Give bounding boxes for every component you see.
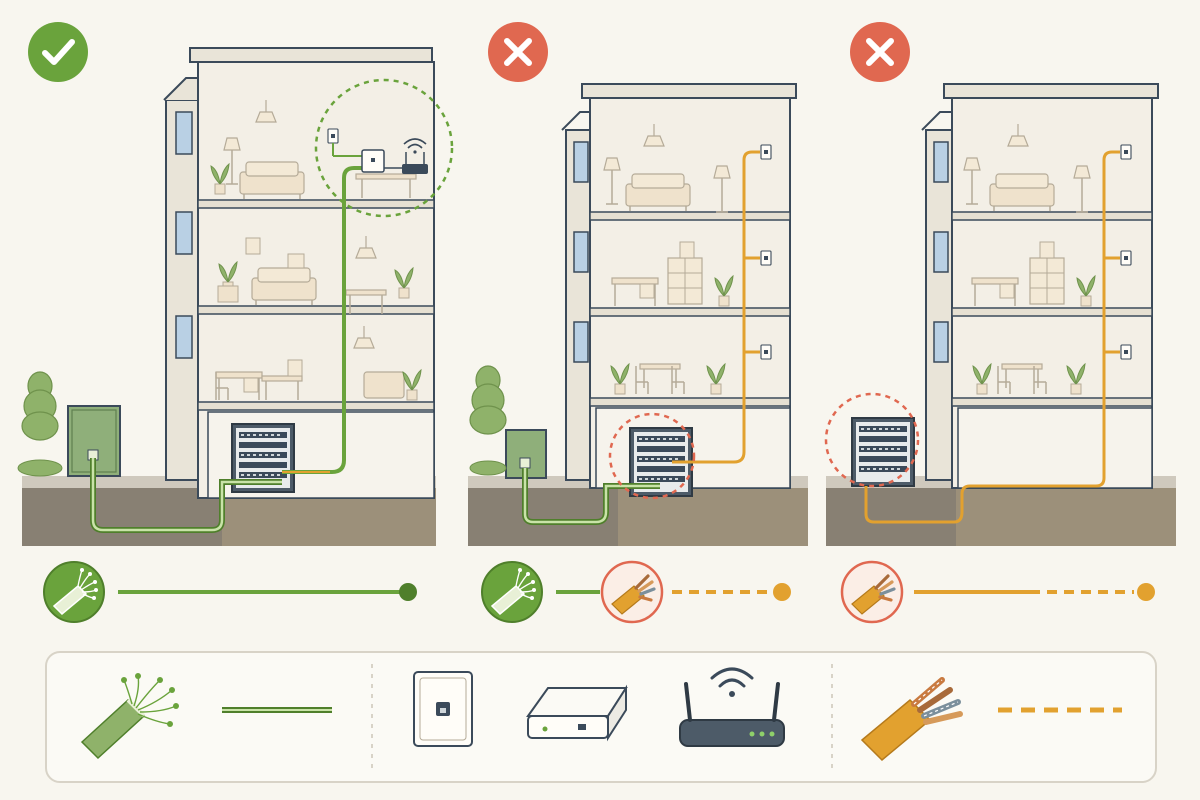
- wifi-router-icon: [402, 138, 428, 174]
- wall-outlet-icon: [760, 144, 772, 160]
- endpoint-dot: [399, 583, 417, 601]
- legend: [45, 651, 1157, 783]
- wall-outlet-icon: [1120, 144, 1132, 160]
- armchair: [363, 371, 405, 399]
- wall-outlet-icon: [1120, 344, 1132, 360]
- building: [943, 83, 1159, 489]
- copper-line-riser: [864, 150, 1120, 524]
- problem-circle: [824, 392, 920, 488]
- fiber-cable-icon: [43, 561, 105, 623]
- building: [581, 83, 797, 489]
- fiber-cable-icon: [481, 561, 543, 623]
- shelf: [667, 257, 703, 305]
- copper-cable-icon: [600, 560, 664, 624]
- patch-panel: [851, 417, 915, 487]
- wall-outlet-icon: [413, 671, 473, 747]
- highlight-circle: [314, 78, 454, 218]
- endpoint-dot: [1137, 583, 1155, 601]
- tree: [469, 365, 507, 435]
- wall-outlet-icon: [327, 128, 339, 144]
- sofa: [251, 267, 317, 306]
- wifi-router-icon: [679, 667, 785, 747]
- fiber-cable-icon: [80, 673, 179, 760]
- network-terminal-icon: [526, 684, 628, 742]
- copper-cable-icon: [860, 677, 963, 762]
- wall-outlet-icon: [1120, 250, 1132, 266]
- network-terminal-icon: [361, 149, 385, 173]
- problem-circle: [608, 412, 696, 500]
- bush: [17, 459, 63, 477]
- wall-picture: [245, 237, 261, 255]
- cross-icon: [488, 22, 548, 82]
- legend-row-scenario-2: [481, 560, 791, 624]
- endpoint-dot: [773, 583, 791, 601]
- street-cabinet: [505, 429, 547, 479]
- cross-icon: [850, 22, 910, 82]
- legend-row-scenario-1: [43, 561, 417, 623]
- scenario-copper-only: [824, 22, 1176, 624]
- copper-cable-icon: [840, 560, 904, 624]
- scenario-fiber-to-the-home: [17, 22, 454, 623]
- copper-line-riser: [672, 150, 760, 464]
- fiber-line-riser: [282, 166, 372, 474]
- wall-outlet-icon: [760, 250, 772, 266]
- side-table: [355, 173, 417, 180]
- tree: [21, 371, 59, 441]
- legend-row-scenario-3: [840, 560, 1155, 624]
- shelf: [1029, 257, 1065, 305]
- wall-outlet-icon: [760, 344, 772, 360]
- check-icon: [28, 22, 88, 82]
- sofa: [239, 161, 305, 200]
- sofa: [625, 173, 691, 212]
- scenario-fiber-to-the-building: [468, 22, 808, 624]
- sofa: [989, 173, 1055, 212]
